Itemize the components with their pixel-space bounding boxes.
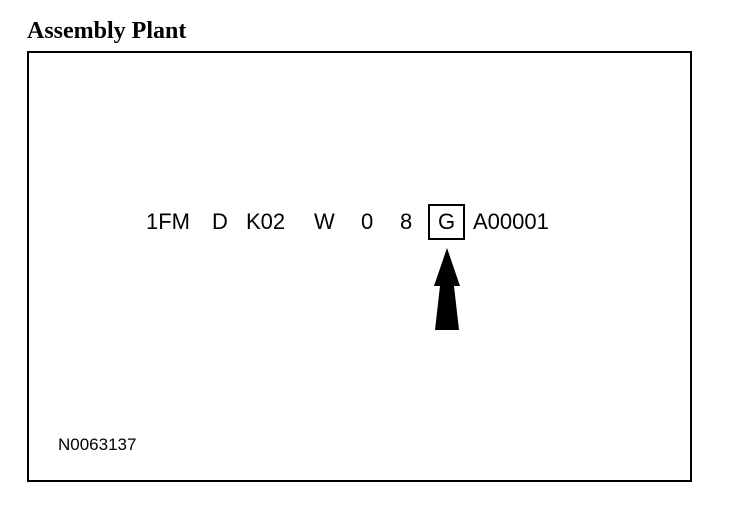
arrow-up-icon bbox=[434, 248, 460, 330]
figure-reference-number: N0063137 bbox=[58, 435, 137, 454]
vin-check-digit: 0 bbox=[361, 209, 374, 234]
vin-restraint: D bbox=[212, 209, 228, 234]
vin-engine: W bbox=[314, 209, 335, 234]
vin-model-year: 8 bbox=[400, 209, 413, 234]
vin-assembly-plant-box: G bbox=[428, 204, 465, 240]
vin-wmi: 1FM bbox=[146, 209, 190, 234]
vin-serial-number: A00001 bbox=[473, 209, 549, 234]
diagram-frame bbox=[27, 51, 692, 482]
vin-line-series-body: K02 bbox=[246, 209, 286, 234]
diagram-title: Assembly Plant bbox=[27, 18, 187, 44]
